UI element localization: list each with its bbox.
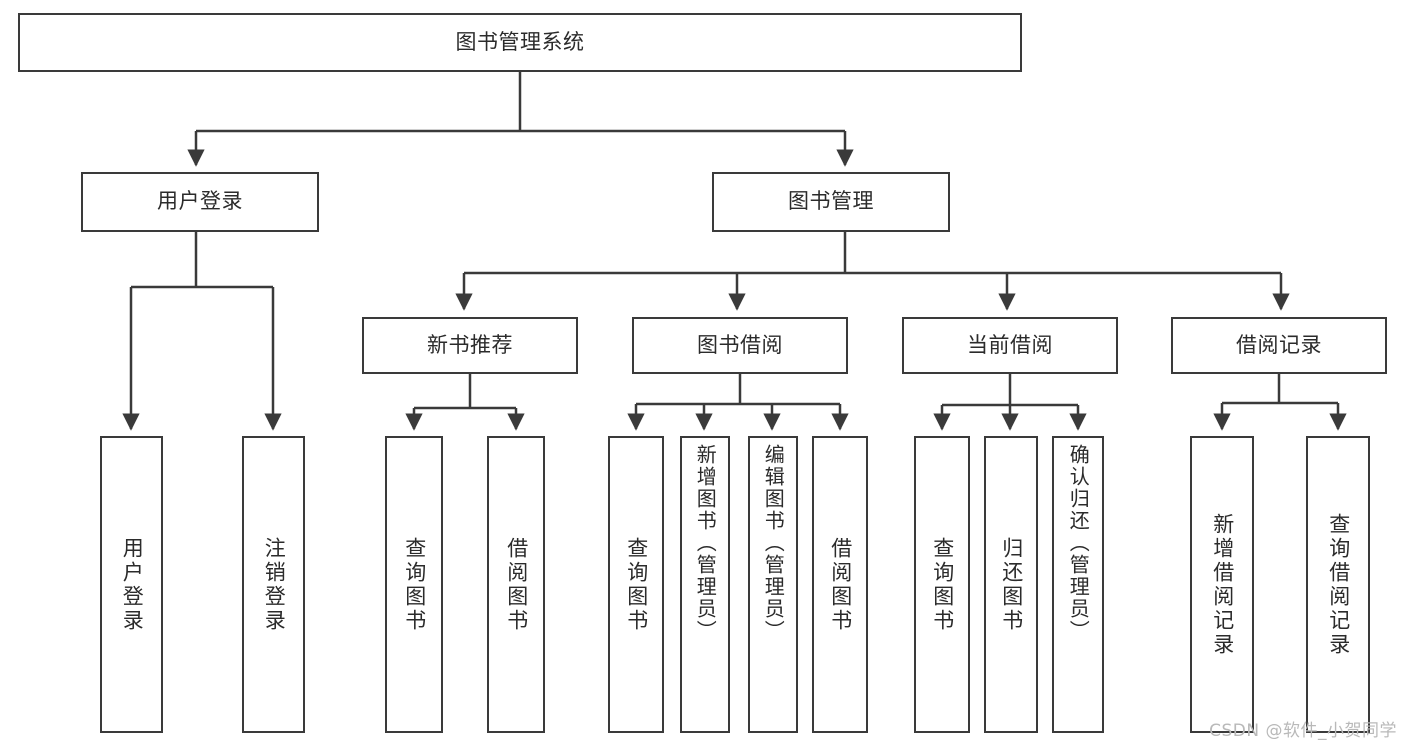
node-user-login[interactable]: 用户登录 bbox=[81, 172, 319, 232]
node-book-manage-label: 图书管理 bbox=[788, 189, 874, 214]
node-leaf-query-book-1-label: 查询图书 bbox=[402, 536, 427, 633]
node-leaf-add-book-label: 新增图书（管理员） bbox=[693, 444, 718, 642]
node-root-label: 图书管理系统 bbox=[455, 29, 585, 54]
node-current-borrow-label: 当前借阅 bbox=[967, 332, 1053, 357]
node-borrow-record[interactable]: 借阅记录 bbox=[1171, 317, 1387, 374]
node-leaf-add-record-label: 新增借阅记录 bbox=[1210, 512, 1235, 657]
node-leaf-confirm-return-label: 确认归还（管理员） bbox=[1066, 444, 1091, 642]
node-leaf-query-record-label: 查询借阅记录 bbox=[1326, 512, 1351, 657]
node-book-borrow[interactable]: 图书借阅 bbox=[632, 317, 848, 374]
node-leaf-add-book[interactable]: 新增图书（管理员） bbox=[680, 436, 730, 733]
node-leaf-edit-book[interactable]: 编辑图书（管理员） bbox=[748, 436, 798, 733]
node-user-login-label: 用户登录 bbox=[157, 189, 243, 214]
node-leaf-query-record[interactable]: 查询借阅记录 bbox=[1306, 436, 1370, 733]
node-borrow-record-label: 借阅记录 bbox=[1236, 332, 1322, 357]
node-book-borrow-label: 图书借阅 bbox=[697, 332, 783, 357]
node-leaf-query-book-2[interactable]: 查询图书 bbox=[608, 436, 664, 733]
node-book-manage[interactable]: 图书管理 bbox=[712, 172, 950, 232]
node-current-borrow[interactable]: 当前借阅 bbox=[902, 317, 1118, 374]
node-root[interactable]: 图书管理系统 bbox=[18, 13, 1022, 72]
node-leaf-query-book-3-label: 查询图书 bbox=[930, 536, 955, 633]
node-leaf-return-book[interactable]: 归还图书 bbox=[984, 436, 1038, 733]
node-leaf-return-book-label: 归还图书 bbox=[999, 536, 1024, 633]
node-leaf-borrow-book-2[interactable]: 借阅图书 bbox=[812, 436, 868, 733]
node-leaf-logout[interactable]: 注销登录 bbox=[242, 436, 305, 733]
node-leaf-logout-label: 注销登录 bbox=[262, 536, 287, 633]
node-leaf-user-login-label: 用户登录 bbox=[120, 536, 145, 633]
node-leaf-user-login[interactable]: 用户登录 bbox=[100, 436, 163, 733]
node-leaf-borrow-book-1-label: 借阅图书 bbox=[504, 536, 529, 633]
node-leaf-add-record[interactable]: 新增借阅记录 bbox=[1190, 436, 1254, 733]
node-leaf-query-book-3[interactable]: 查询图书 bbox=[914, 436, 970, 733]
node-leaf-query-book-2-label: 查询图书 bbox=[624, 536, 649, 633]
node-leaf-edit-book-label: 编辑图书（管理员） bbox=[761, 444, 786, 642]
node-new-book-recommend-label: 新书推荐 bbox=[427, 332, 513, 357]
node-leaf-borrow-book-1[interactable]: 借阅图书 bbox=[487, 436, 545, 733]
node-leaf-confirm-return[interactable]: 确认归还（管理员） bbox=[1052, 436, 1104, 733]
node-new-book-recommend[interactable]: 新书推荐 bbox=[362, 317, 578, 374]
node-leaf-borrow-book-2-label: 借阅图书 bbox=[828, 536, 853, 633]
node-leaf-query-book-1[interactable]: 查询图书 bbox=[385, 436, 443, 733]
